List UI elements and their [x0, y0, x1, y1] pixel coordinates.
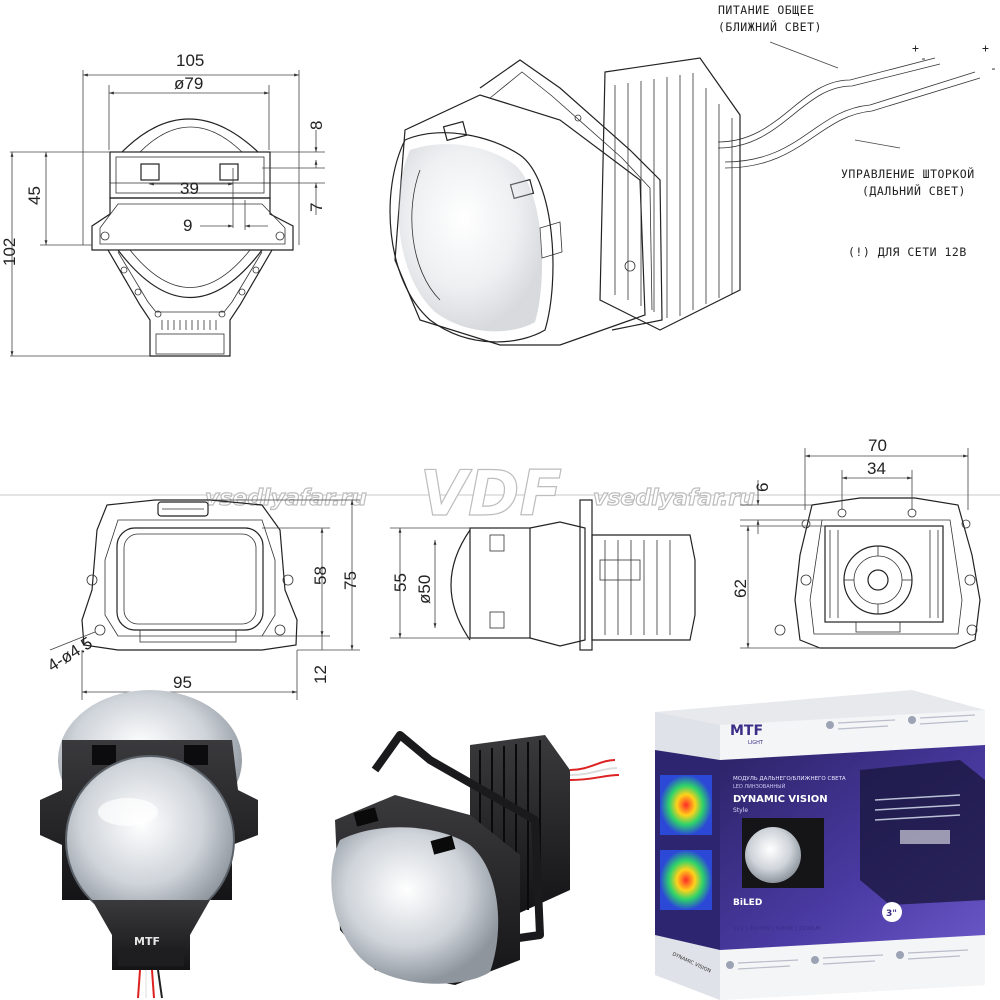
box-brand-sub: LIGHT [748, 740, 764, 746]
dim-outer-height: 75 [341, 571, 360, 590]
box-style: Style [733, 807, 748, 814]
flange-front-view-drawing: 4-ø4.5 58 75 12 95 [44, 499, 360, 700]
wire-plus-1: + [912, 41, 919, 55]
dim-front-inner-width: 39 [180, 179, 199, 198]
wire-minus-1: - [920, 51, 927, 65]
side-view-drawing: 55 ø50 [390, 499, 696, 651]
dim-inner-height: 58 [311, 566, 330, 585]
dim-back-top-offset: 6 [753, 483, 772, 492]
photo-module-front: MTF [40, 690, 258, 999]
dim-front-side-offset: 7 [307, 203, 326, 212]
dim-back-hole-spacing: 34 [867, 459, 886, 478]
watermark-site-right: vsedlyafar.ru [593, 486, 755, 511]
box-brand: MTF [730, 723, 763, 739]
watermark: vsedlyafar.ru VDF vsedlyafar.ru [0, 456, 1000, 531]
dim-front-total-height: 102 [0, 238, 19, 266]
box-module-sub: LED ЛИНЗОВАННЫЙ [733, 783, 786, 790]
product-box: MTF LIGHT МОДУЛЬ ДАЛЬНЕГО/БЛИЖНЕГО СВЕТА… [655, 690, 985, 1000]
dim-back-width: 70 [868, 436, 887, 455]
box-size-badge: 3" [886, 909, 897, 919]
dim-front-small-offset: 9 [183, 216, 192, 235]
photo-module-iso [331, 731, 620, 985]
dim-front-width: 105 [176, 51, 204, 70]
dim-side-height: 55 [391, 573, 410, 592]
isometric-view-drawing: ПИТАНИЕ ОБЩЕЕ (БЛИЖНИЙ СВЕТ) УПРАВЛЕНИЕ … [389, 3, 997, 346]
dim-back-height: 62 [731, 579, 750, 598]
dim-front-height-upper: 45 [25, 186, 44, 205]
note-shutter-line1: УПРАВЛЕНИЕ ШТОРКОЙ [841, 166, 975, 181]
dim-flange-width: 95 [173, 673, 192, 692]
dim-holes: 4-ø4.5 [44, 633, 96, 675]
box-title: DYNAMIC VISION [733, 794, 828, 805]
box-type: BiLED [733, 898, 762, 908]
note-shutter-line2: (ДАЛЬНИЙ СВЕТ) [862, 183, 966, 198]
dim-front-lens-dia: ø79 [174, 74, 203, 93]
wire-minus-2: - [990, 61, 997, 75]
front-view-drawing: 105 ø79 8 45 39 7 9 102 [0, 51, 326, 357]
note-network: (!) ДЛЯ СЕТИ 12В [848, 245, 967, 259]
back-view-drawing: 70 34 6 62 [731, 436, 981, 649]
wire-plus-2: + [982, 41, 989, 55]
dim-front-top-offset: 8 [307, 121, 326, 130]
box-specs: 12V | 36/45W | 5000K | 2100LM [733, 926, 821, 932]
watermark-logo: VDF [420, 457, 562, 530]
box-module-desc: МОДУЛЬ ДАЛЬНЕГО/БЛИЖНЕГО СВЕТА [733, 776, 846, 782]
note-power-line2: (БЛИЖНИЙ СВЕТ) [718, 19, 822, 34]
watermark-site-left: vsedlyafar.ru [205, 486, 367, 511]
note-power-line1: ПИТАНИЕ ОБЩЕЕ [718, 3, 815, 17]
dim-side-lens-dia: ø50 [415, 575, 434, 604]
dim-bottom-offset: 12 [311, 665, 330, 684]
photo-mtf-label: MTF [134, 935, 160, 948]
